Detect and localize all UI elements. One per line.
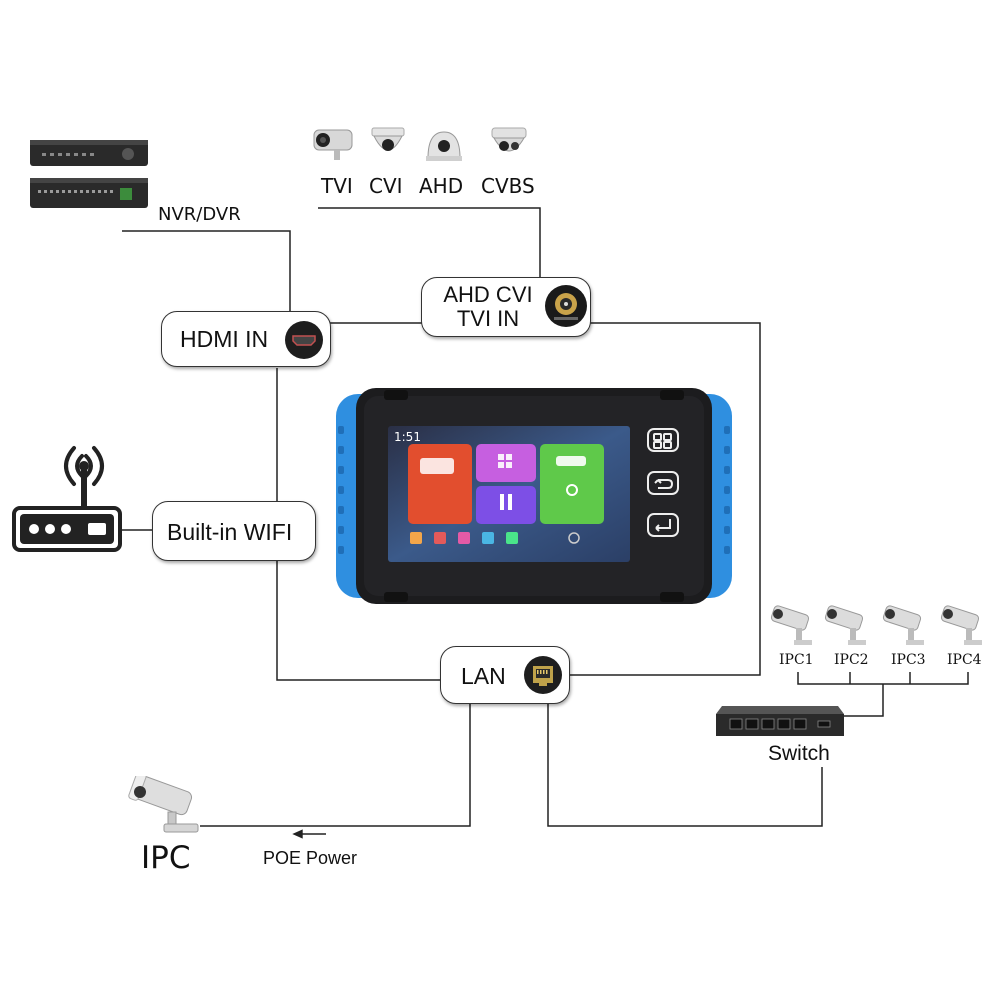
enter-button: [647, 513, 679, 537]
ip-camera-icon: [882, 605, 924, 645]
hdmi-in-text: HDMI IN: [180, 326, 269, 352]
ip-camera-icon: [824, 605, 866, 645]
ip-camera-icon: [770, 605, 812, 645]
ahd-cvi-text: AHD CVI TVI IN: [434, 283, 542, 331]
ahd-cvi-tvi-input-label: AHD CVI TVI IN: [421, 277, 591, 337]
router-icon: [12, 446, 122, 552]
dome-camera-icon: [491, 127, 527, 152]
cam-type-ahd: AHD: [419, 174, 464, 198]
wire-cameras-ahd: [318, 207, 541, 278]
nvr-dvr-icon: [30, 140, 148, 208]
bullet-camera-icon: [313, 129, 353, 160]
dome-camera-icon: [371, 127, 405, 151]
hdmi-port-icon: [285, 321, 323, 359]
ipc2-label: IPC2: [834, 652, 869, 668]
hdmi-in-port-label: HDMI IN: [161, 311, 331, 367]
nvr-dvr-label: NVR/DVR: [158, 204, 241, 225]
ahd-cvi-line2: TVI IN: [456, 306, 520, 331]
ip-camera-icon: [940, 605, 982, 645]
wire-lan-switch: [547, 702, 823, 827]
network-switch-icon: [716, 706, 844, 736]
dome-camera-icon: [426, 131, 462, 161]
poe-arrow: [292, 829, 326, 839]
ipc3-label: IPC3: [891, 652, 926, 668]
rj45-port-icon: [524, 656, 562, 694]
wire-wifi-lan: [276, 560, 440, 681]
ipc1-label: IPC1: [779, 652, 814, 668]
lan-port-label: LAN: [440, 646, 570, 704]
ipc-label: IPC: [141, 840, 191, 876]
cam-type-tvi: TVI: [321, 174, 353, 198]
wire-bus-switch: [838, 684, 884, 717]
app-tile-tools: [476, 486, 536, 524]
ahd-cvi-line1: AHD CVI: [443, 282, 533, 307]
cam-type-cvbs: CVBS: [481, 174, 535, 198]
wire-ahd-lan: [570, 322, 761, 676]
home-button: [647, 428, 679, 452]
cam-type-cvi: CVI: [369, 174, 403, 198]
cctv-tester-device: [336, 388, 732, 604]
switch-label: Switch: [768, 742, 830, 765]
builtin-wifi-text: Built-in WIFI: [167, 519, 293, 545]
back-button: [647, 471, 679, 495]
wire-nvr-hdmi: [122, 230, 291, 312]
app-tile-camera: [408, 444, 472, 524]
ipc4-label: IPC4: [947, 652, 982, 668]
wire-lan-ipc: [200, 702, 471, 827]
builtin-wifi-label: Built-in WIFI: [152, 501, 316, 561]
wire-ipc1-bus: [797, 672, 969, 685]
lan-text: LAN: [461, 663, 506, 689]
ip-camera-icon: [128, 776, 199, 833]
poe-power-label: POE Power: [263, 848, 358, 868]
device-screen-time: 1:51: [394, 430, 421, 444]
bnc-connector-icon: [545, 285, 587, 327]
